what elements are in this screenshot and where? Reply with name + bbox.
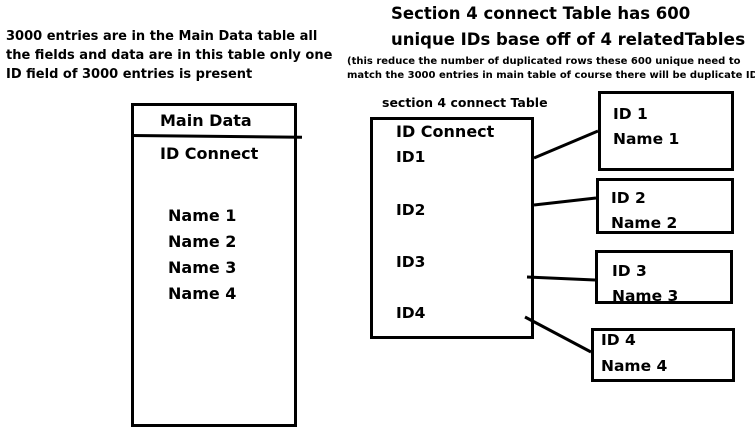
related-table-1-name: Name 1	[613, 130, 680, 148]
subnote-line-1: (this reduce the number of duplicated ro…	[347, 56, 741, 67]
connector-id1	[533, 129, 599, 160]
subnote-line-2: match the 3000 entries in main table of …	[347, 70, 755, 81]
connect-table-title: ID Connect	[396, 122, 495, 141]
headline-line-2-end: Tables	[684, 30, 746, 50]
main-data-name-3: Name 3	[168, 258, 237, 277]
main-data-id-connect-field: ID Connect	[160, 144, 259, 163]
main-data-table	[131, 103, 297, 427]
headline-line-1: Section 4 connect Table has 600	[391, 4, 691, 23]
headline-line-2: unique IDs base off of 4 relatedTables	[391, 30, 745, 50]
main-data-description: 3000 entries are in the Main Data table …	[6, 29, 333, 82]
connector-id4	[524, 315, 592, 354]
main-data-name-4: Name 4	[168, 284, 237, 303]
connector-id2	[533, 196, 597, 207]
connector-id3	[526, 275, 596, 282]
related-table-4	[591, 328, 735, 382]
related-table-2-id: ID 2	[611, 189, 646, 207]
related-table-3	[595, 250, 733, 304]
connect-id-3: ID3	[396, 253, 426, 271]
headline-line-2-main: unique IDs base off of 4 related	[391, 30, 685, 49]
connect-table	[370, 117, 534, 339]
related-table-1-id: ID 1	[613, 105, 648, 123]
related-table-4-name: Name 4	[601, 357, 668, 375]
main-data-title: Main Data	[160, 111, 252, 130]
related-table-3-name: Name 3	[612, 287, 679, 305]
main-data-name-2: Name 2	[168, 232, 237, 251]
connect-table-caption: section 4 connect Table	[382, 95, 548, 110]
related-table-3-id: ID 3	[612, 262, 647, 280]
related-table-2-name: Name 2	[611, 214, 678, 232]
related-table-1	[598, 91, 734, 171]
related-table-2	[596, 178, 734, 234]
related-table-4-id: ID 4	[601, 331, 636, 349]
connect-id-2: ID2	[396, 201, 426, 219]
connect-id-4: ID4	[396, 304, 426, 322]
main-data-name-1: Name 1	[168, 206, 237, 225]
connect-id-1: ID1	[396, 148, 426, 166]
